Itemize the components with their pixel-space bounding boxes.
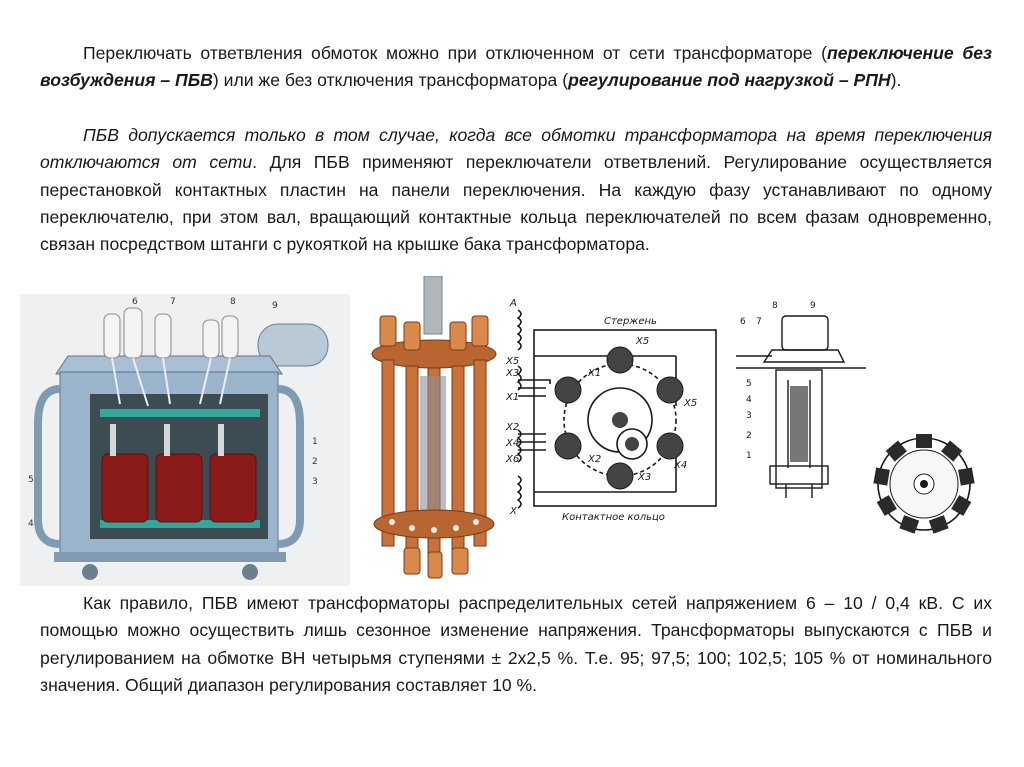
switch-callout-1: 1 bbox=[746, 451, 752, 461]
schematic-x5-top: X5 bbox=[635, 336, 649, 347]
schematic-x5-ring: X5 bbox=[683, 398, 697, 409]
schematic-label-ring: Контактное кольцо bbox=[562, 512, 665, 523]
term-rpn: регулирование под нагрузкой – РПН bbox=[568, 70, 891, 91]
transformer-callout-4: 4 bbox=[28, 519, 34, 529]
schematic-x6-left: X6 bbox=[506, 454, 519, 465]
tap-changer-schematic: Стержень Контактное кольцо A X X5 X5 X3 … bbox=[506, 296, 724, 526]
schematic-terminal-a: A bbox=[509, 298, 517, 309]
schematic-x1-left: X1 bbox=[506, 392, 519, 403]
switch-callout-8: 8 bbox=[772, 301, 778, 311]
transformer-callout-1: 1 bbox=[312, 437, 318, 447]
tap-changer-photo bbox=[368, 276, 500, 580]
pbv-condition: ПБВ допускается только в том случае, ког… bbox=[40, 125, 992, 173]
term-pbv: переключение без возбуждения – ПБВ bbox=[40, 43, 992, 91]
schematic-x1-ring: X1 bbox=[587, 368, 601, 379]
switch-callout-3: 3 bbox=[746, 411, 752, 421]
transformer-callout-8: 8 bbox=[230, 297, 236, 307]
transformer-callout-7: 7 bbox=[170, 297, 176, 307]
schematic-terminal-x: X bbox=[509, 506, 518, 517]
paragraph-pbv: ПБВ допускается только в том случае, ког… bbox=[40, 125, 992, 255]
schematic-x5-left: X5 bbox=[506, 356, 519, 367]
transformer-callout-9: 9 bbox=[272, 301, 278, 311]
switch-drawing: 1 2 3 4 5 6 7 8 9 bbox=[736, 298, 998, 552]
transformer-illustration: 1 2 3 4 5 6 7 8 9 bbox=[20, 294, 350, 586]
schematic-x2-left: X2 bbox=[506, 422, 519, 433]
paragraph-usage: Как правило, ПБВ имеют трансформаторы ра… bbox=[40, 593, 992, 695]
schematic-label-rod: Стержень bbox=[604, 316, 657, 327]
switch-callout-7: 7 bbox=[756, 317, 762, 327]
transformer-callout-5: 5 bbox=[28, 475, 34, 485]
transformer-callout-3: 3 bbox=[312, 477, 318, 487]
schematic-x3-ring: X3 bbox=[637, 472, 651, 483]
transformer-callout-6: 6 bbox=[132, 297, 138, 307]
transformer-callout-2: 2 bbox=[312, 457, 318, 467]
switch-callout-9: 9 bbox=[810, 301, 816, 311]
switch-callout-2: 2 bbox=[746, 431, 752, 441]
schematic-x4-ring: X4 bbox=[673, 460, 687, 471]
paragraph-intro: Переключать ответвления обмоток можно пр… bbox=[40, 43, 992, 91]
schematic-x2-ring: X2 bbox=[587, 454, 601, 465]
switch-callout-5: 5 bbox=[746, 379, 752, 389]
switch-callout-6: 6 bbox=[740, 317, 746, 327]
schematic-x4-left: X4 bbox=[506, 438, 519, 449]
switch-callout-4: 4 bbox=[746, 395, 752, 405]
schematic-x3-left: X3 bbox=[506, 368, 519, 379]
